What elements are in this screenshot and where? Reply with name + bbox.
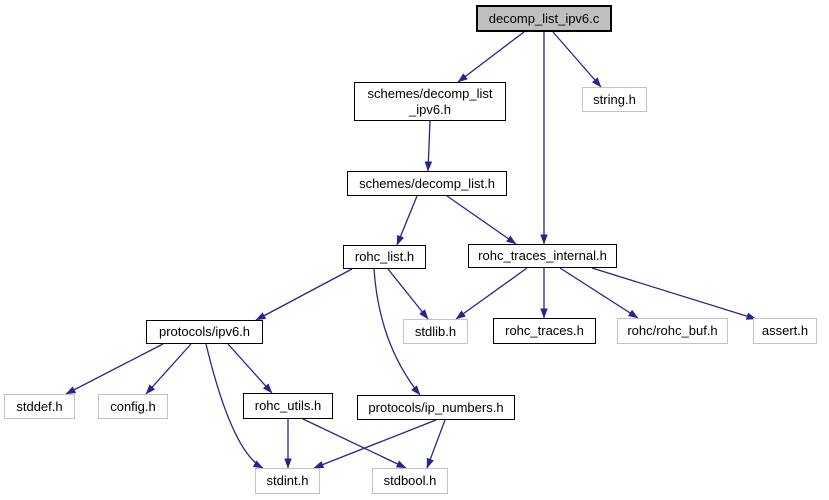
graph-node-stdlib-h: stdlib.h xyxy=(403,319,468,344)
edge-rohc_list_h-to-protocols_ipv6_h xyxy=(255,268,353,321)
edge-decomp_list_ipv6_c-to-string_h xyxy=(552,31,602,88)
graph-node-stdint-h: stdint.h xyxy=(255,468,320,494)
graph-node-schemes-decomp-list-h[interactable]: schemes/decomp_list.h xyxy=(347,171,507,196)
edge-protocols_ipv6_h-to-stdint_h xyxy=(205,343,264,469)
edge-schemes_decomp_list_h-to-rohc_list_h xyxy=(396,195,418,246)
graph-node-decomp-list-ipv6-c: decomp_list_ipv6.c xyxy=(476,5,612,32)
edge-rohc_list_h-to-stdlib_h xyxy=(387,268,429,320)
edge-schemes_decomp_list_ipv6_h-to-schemes_decomp_list_h xyxy=(424,120,433,172)
graph-node-stddef-h: stddef.h xyxy=(4,394,75,419)
edge-rohc_traces_internal_h-to-stdlib_h xyxy=(455,267,528,320)
edge-protocols_ip_numbers_h-to-stdint_h xyxy=(313,419,437,469)
graph-node-protocols-ipv6-h[interactable]: protocols/ipv6.h xyxy=(146,320,263,344)
edge-rohc_list_h-to-protocols_ip_numbers_h xyxy=(373,268,421,396)
graph-node-rohc-list-h[interactable]: rohc_list.h xyxy=(343,245,426,269)
edge-protocols_ipv6_h-to-config_h xyxy=(145,343,192,395)
edge-rohc_traces_internal_h-to-assert_h xyxy=(591,267,757,320)
graph-node-rohc-traces-internal-h[interactable]: rohc_traces_internal.h xyxy=(468,244,617,268)
edge-protocols_ipv6_h-to-rohc_utils_h xyxy=(227,343,273,394)
graph-node-assert-h: assert.h xyxy=(753,318,817,344)
graph-node-schemes-decomp-list-ipv6-h[interactable]: schemes/decomp_list _ipv6.h xyxy=(354,82,506,121)
graph-node-config-h: config.h xyxy=(98,394,168,419)
edge-decomp_list_ipv6_c-to-schemes_decomp_list_ipv6_h xyxy=(457,31,525,83)
graph-node-string-h: string.h xyxy=(582,87,647,112)
graph-node-rohc-rohc-buf-h: rohc/rohc_buf.h xyxy=(617,318,728,344)
graph-node-stdbool-h: stdbool.h xyxy=(372,468,448,494)
edge-rohc_traces_internal_h-to-rohc_rohc_buf_h xyxy=(559,267,639,319)
edge-protocols_ip_numbers_h-to-stdbool_h xyxy=(426,419,446,469)
edge-schemes_decomp_list_h-to-rohc_traces_internal_h xyxy=(446,195,517,245)
graph-node-rohc-traces-h[interactable]: rohc_traces.h xyxy=(493,318,596,344)
graph-node-rohc-utils-h[interactable]: rohc_utils.h xyxy=(243,393,333,419)
graph-node-protocols-ip-numbers-h[interactable]: protocols/ip_numbers.h xyxy=(357,395,515,420)
edge-rohc_utils_h-to-stdbool_h xyxy=(302,418,407,469)
edge-protocols_ipv6_h-to-stddef_h xyxy=(65,343,164,395)
